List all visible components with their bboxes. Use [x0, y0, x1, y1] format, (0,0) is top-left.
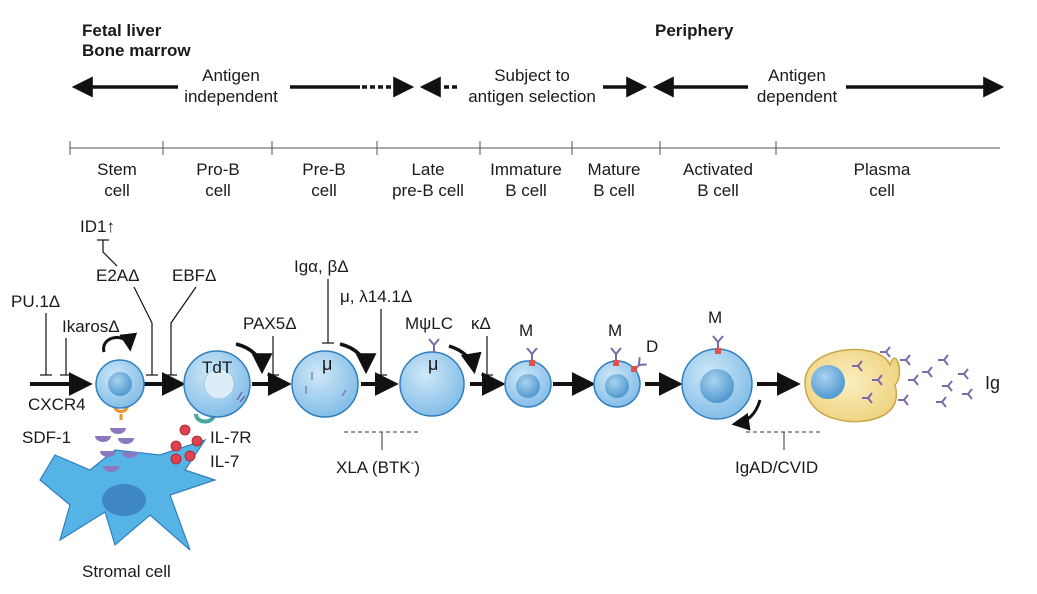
stage-late-pre-b-line1: Late	[411, 160, 444, 179]
region-bone-marrow: Bone marrow	[82, 41, 191, 60]
factor-ikaros: IkarosΔ	[62, 317, 120, 336]
stage-activated-b-line2: B cell	[697, 181, 739, 200]
il7r-label: IL-7R	[210, 428, 252, 447]
factor-mu-lambda: μ, λ14.1Δ	[340, 287, 412, 306]
stage-timeline	[69, 141, 1000, 155]
region-periphery: Periphery	[655, 21, 734, 40]
reverse-curve-arrow	[731, 399, 762, 431]
tdt-label: TdT	[202, 358, 232, 377]
il7-cytokines	[170, 424, 203, 465]
region-fetal-liver: Fetal liver	[82, 21, 162, 40]
sdf1-ligands	[95, 428, 138, 472]
stage-activated-b-line1: Activated	[683, 160, 753, 179]
factor-ig-alpha-beta: Igα, βΔ	[294, 257, 349, 276]
pro-b-curve-arrow	[235, 342, 273, 375]
late-pre-b-curve-arrow	[448, 344, 482, 375]
factor-id1: ID1↑	[80, 217, 115, 236]
igad-cvid-bracket	[746, 431, 822, 450]
factor-pu1: PU.1Δ	[11, 292, 60, 311]
stage-mature-b-line2: B cell	[593, 181, 635, 200]
factor-mpsilc: MψLC	[405, 314, 453, 333]
stage-stem-line2: cell	[104, 181, 130, 200]
stage-pre-b-line1: Pre-B	[302, 160, 345, 179]
stromal-cell-label: Stromal cell	[82, 562, 171, 581]
stage-immature-b-line1: Immature	[490, 160, 562, 179]
pre-b-mu-label: μ	[322, 354, 332, 374]
stage-late-pre-b-line2: pre-B cell	[392, 181, 464, 200]
factor-kappa: κΔ	[471, 314, 491, 333]
stage-plasma-line1: Plasma	[854, 160, 911, 179]
pre-b-cell	[291, 350, 359, 418]
phase-antigen-dependent-line1: Antigen	[768, 66, 826, 85]
stage-pro-b-line2: cell	[205, 181, 231, 200]
stage-plasma-line2: cell	[869, 181, 895, 200]
e2a-block-line	[133, 286, 153, 375]
xla-bracket	[344, 431, 420, 450]
cxcr4-label: CXCR4	[28, 395, 86, 414]
stem-cell	[95, 359, 145, 409]
mature-b-cell	[593, 347, 648, 408]
late-pre-b-cell	[399, 338, 465, 417]
immature-m-label: M	[519, 321, 533, 340]
activated-m-label: M	[708, 308, 722, 327]
phase-antigen-independent-line2: independent	[184, 87, 278, 106]
ebf-block-line	[170, 286, 197, 375]
phase-antigen-selection-line2: antigen selection	[468, 87, 596, 106]
stage-immature-b-line2: B cell	[505, 181, 547, 200]
plasma-cell	[804, 348, 901, 423]
immature-b-cell	[504, 347, 552, 408]
pre-b-curve-arrow	[339, 342, 377, 375]
stromal-nucleus	[102, 484, 146, 516]
activated-b-cell	[681, 335, 753, 420]
id1-inhibition-line	[102, 240, 118, 267]
mature-m-label: M	[608, 321, 622, 340]
stage-pro-b-line1: Pro-B	[196, 160, 239, 179]
pro-b-cell	[183, 350, 251, 418]
igad-cvid-label: IgAD/CVID	[735, 458, 818, 477]
xla-label: XLA (BTK-)	[336, 457, 420, 477]
sdf1-label: SDF-1	[22, 428, 71, 447]
phase-antigen-selection-line1: Subject to	[494, 66, 570, 85]
mature-d-label: D	[646, 337, 658, 356]
stage-stem-line1: Stem	[97, 160, 137, 179]
late-pre-b-mu-label: μ	[428, 354, 438, 374]
stage-mature-b-line1: Mature	[588, 160, 641, 179]
phase-antigen-independent-line1: Antigen	[202, 66, 260, 85]
factor-ebf: EBFΔ	[172, 266, 216, 285]
factor-pax5: PAX5Δ	[243, 314, 297, 333]
phase-antigen-dependent-line2: dependent	[757, 87, 838, 106]
il7-label: IL-7	[210, 452, 239, 471]
factor-e2a: E2AΔ	[96, 266, 140, 285]
secreted-antibodies	[852, 346, 973, 408]
ig-label: Ig	[985, 373, 1000, 393]
self-renewal-arrow	[102, 332, 138, 353]
stage-pre-b-line2: cell	[311, 181, 337, 200]
